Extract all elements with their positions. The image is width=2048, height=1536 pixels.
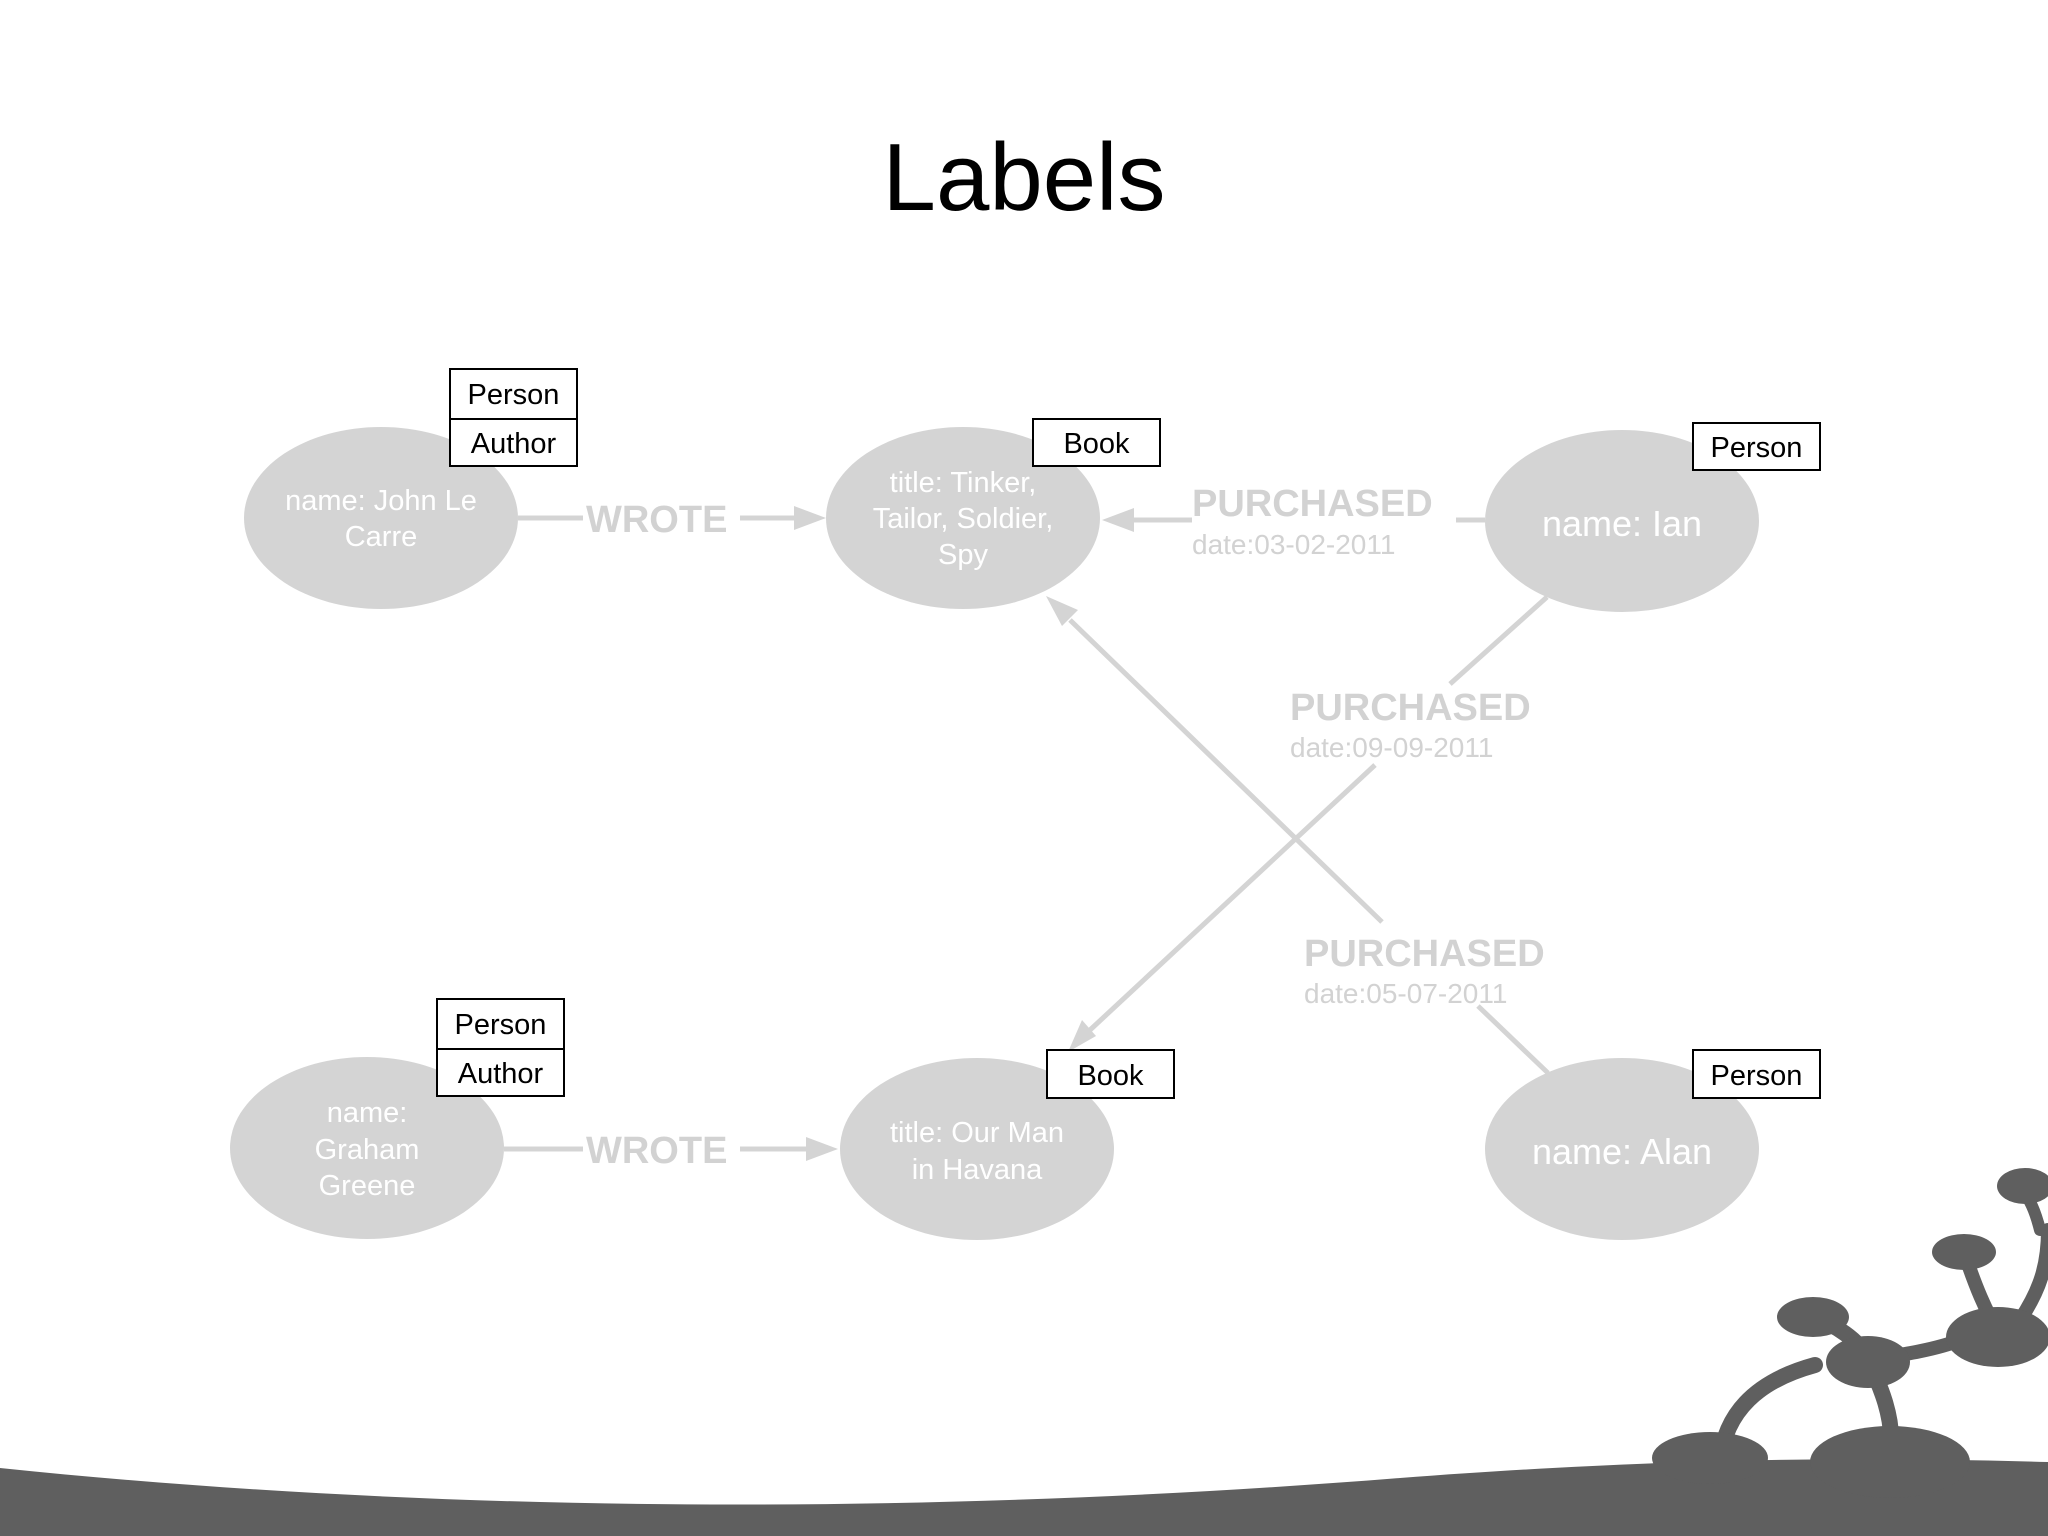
- tree-node-shape: [1946, 1307, 2048, 1367]
- node-property-line: in Havana: [912, 1154, 1043, 1186]
- edge-purchased-ian-tinker: PURCHASED date:03-02-2011: [1102, 483, 1485, 560]
- node-property-line: Graham: [315, 1134, 420, 1166]
- node-property-line: Greene: [319, 1170, 416, 1202]
- node-property-line: title: Tinker,: [890, 467, 1037, 499]
- node-property-line: Spy: [938, 539, 988, 571]
- node-property-line: title: Our Man: [890, 1117, 1064, 1149]
- rel-type-label: WROTE: [586, 499, 727, 541]
- tree-node-shape: [1826, 1336, 1910, 1388]
- rel-type-label: PURCHASED: [1290, 687, 1531, 729]
- node-label-tag: Person: [468, 379, 560, 411]
- node-label-tag: Book: [1077, 1060, 1144, 1092]
- node-property-line: Carre: [345, 521, 418, 553]
- node-labels-ian: Person: [1692, 422, 1821, 471]
- tree-node-shape: [1810, 1426, 1970, 1498]
- rel-type-label: PURCHASED: [1192, 483, 1433, 525]
- edge-wrote-graham-havana: WROTE: [504, 1130, 838, 1172]
- rel-property-label: date:09-09-2011: [1290, 732, 1493, 763]
- node-graham-greene: name: Graham Greene: [230, 1057, 504, 1239]
- rel-property-label: date:03-02-2011: [1192, 529, 1395, 560]
- node-property-line: name: Alan: [1532, 1131, 1712, 1172]
- rel-property-label: date:05-07-2011: [1304, 978, 1507, 1009]
- rel-type-label: WROTE: [586, 1130, 727, 1172]
- node-label-tag: Person: [1711, 432, 1803, 464]
- node-property-line: name: John Le: [285, 485, 477, 517]
- node-labels-havana: Book: [1046, 1049, 1175, 1099]
- node-labels-alan: Person: [1692, 1049, 1821, 1099]
- bottom-wave-shape: [0, 1459, 2048, 1536]
- tree-node-shape: [1997, 1168, 2048, 1204]
- node-labels-graham: Person Author: [436, 998, 565, 1097]
- node-our-man-in-havana: title: Our Man in Havana: [840, 1058, 1114, 1240]
- node-labels-tinker: Book: [1032, 418, 1161, 467]
- edge-purchased-alan-tinker: PURCHASED date:05-07-2011: [1046, 596, 1550, 1075]
- node-property-line: Tailor, Soldier,: [873, 503, 1054, 535]
- tree-node-shape: [1777, 1297, 1849, 1337]
- node-label-tag: Person: [455, 1009, 547, 1041]
- node-property-line: name: Ian: [1542, 503, 1702, 544]
- slide-title: Labels: [882, 124, 1166, 231]
- edge-purchased-ian-havana: PURCHASED date:09-09-2011: [1068, 595, 1549, 1052]
- tree-node-shape: [1652, 1432, 1768, 1484]
- decorative-background-icon: [0, 1168, 2048, 1536]
- node-label-tag: Author: [471, 428, 557, 460]
- node-alan: name: Alan: [1485, 1058, 1759, 1240]
- node-label-tag: Person: [1711, 1060, 1803, 1092]
- tree-node-shape: [1932, 1234, 1996, 1270]
- rel-type-label: PURCHASED: [1304, 933, 1545, 975]
- tree-branch-shape: [2013, 1223, 2048, 1327]
- node-ian: name: Ian: [1485, 430, 1759, 612]
- node-labels-john: Person Author: [449, 368, 578, 467]
- node-john-le-carre: name: John Le Carre: [244, 427, 518, 609]
- node-label-tag: Author: [458, 1058, 544, 1090]
- node-tinker-tailor-soldier-spy: title: Tinker, Tailor, Soldier, Spy: [826, 427, 1100, 609]
- edge-wrote-john-tinker: WROTE: [518, 499, 826, 541]
- node-label-tag: Book: [1063, 428, 1130, 460]
- node-property-line: name:: [327, 1097, 408, 1129]
